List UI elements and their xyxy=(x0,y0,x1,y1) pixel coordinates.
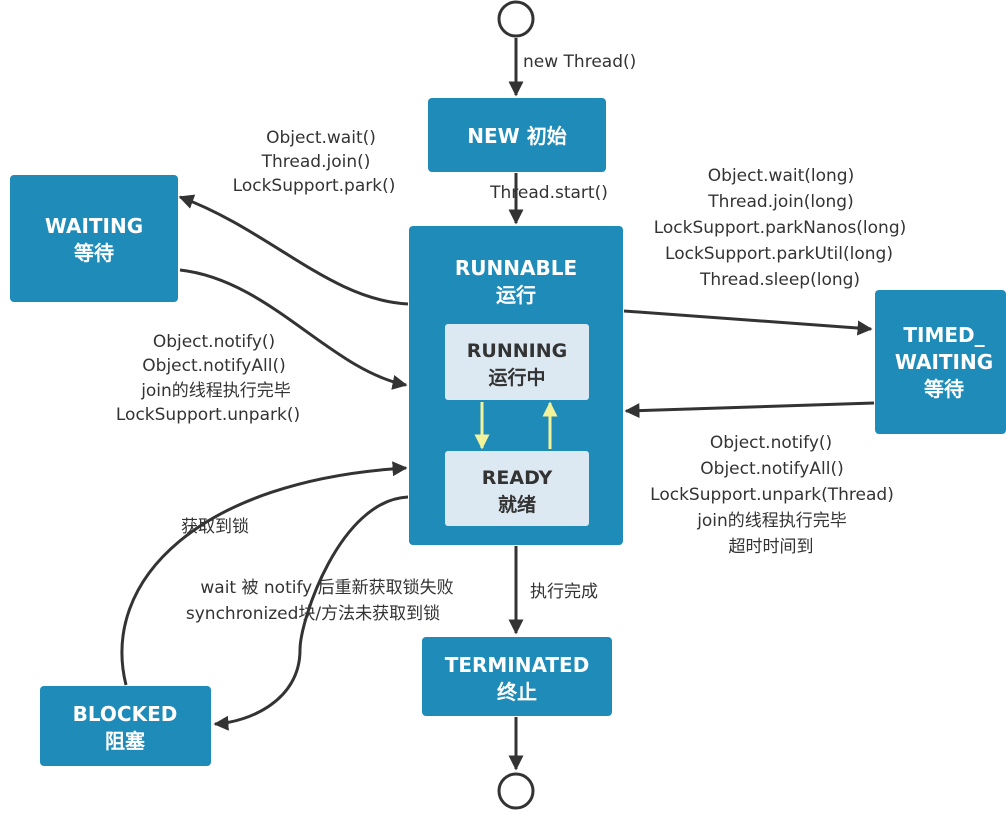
edge-runnable-to-waiting xyxy=(178,194,409,306)
label-to-timed-4: LockSupport.parkUtil(long) xyxy=(665,244,893,264)
label-acquire-lock: 获取到锁 xyxy=(181,517,249,537)
label-from-timed-2: Object.notifyAll() xyxy=(700,459,843,479)
state-running: RUNNING 运行中 xyxy=(445,324,589,400)
label-to-blocked-1: wait 被 notify 后重新获取锁失败 xyxy=(200,578,453,598)
state-blocked: BLOCKED 阻塞 xyxy=(40,686,211,766)
state-terminated: TERMINATED 终止 xyxy=(422,637,612,716)
label-thread-start: Thread.start() xyxy=(489,183,608,203)
label-new-thread: new Thread() xyxy=(523,52,636,72)
state-waiting-label: WAITING xyxy=(45,214,143,238)
label-from-timed-4: join的线程执行完毕 xyxy=(696,511,847,531)
label-to-timed-1: Object.wait(long) xyxy=(708,166,854,186)
state-ready-label: READY xyxy=(482,467,553,489)
edge-runnable-to-timed-waiting xyxy=(623,309,873,336)
state-blocked-sublabel: 阻塞 xyxy=(105,729,146,753)
edge-runnable-to-blocked xyxy=(213,495,409,731)
label-to-waiting-1: Object.wait() xyxy=(266,128,376,148)
state-ready: READY 就绪 xyxy=(445,451,589,526)
state-timed-waiting-label-2: WAITING xyxy=(895,350,993,374)
state-blocked-label: BLOCKED xyxy=(73,702,178,726)
edge-timed-waiting-to-runnable xyxy=(624,401,875,419)
state-timed-waiting-sublabel: 等待 xyxy=(924,377,964,401)
state-runnable-sublabel: 运行 xyxy=(496,283,536,307)
state-terminated-label: TERMINATED xyxy=(445,653,590,677)
label-from-waiting-3: join的线程执行完毕 xyxy=(140,381,291,401)
label-to-timed-2: Thread.join(long) xyxy=(707,192,853,212)
end-node xyxy=(497,772,535,810)
label-to-timed-5: Thread.sleep(long) xyxy=(699,270,860,290)
state-runnable-label: RUNNABLE xyxy=(455,256,577,280)
state-ready-sublabel: 就绪 xyxy=(498,493,536,516)
label-from-timed-1: Object.notify() xyxy=(710,433,832,453)
label-to-blocked-2: synchronized块/方法未获取到锁 xyxy=(186,604,440,624)
state-running-label: RUNNING xyxy=(467,340,567,362)
label-from-waiting-1: Object.notify() xyxy=(153,332,275,352)
state-terminated-sublabel: 终止 xyxy=(497,680,537,704)
label-to-waiting-3: LockSupport.park() xyxy=(233,176,396,196)
state-running-sublabel: 运行中 xyxy=(488,366,545,389)
label-from-waiting-4: LockSupport.unpark() xyxy=(116,405,300,425)
label-to-timed-3: LockSupport.parkNanos(long) xyxy=(654,218,907,238)
state-new: NEW 初始 xyxy=(428,98,606,172)
edge-waiting-to-runnable xyxy=(179,268,408,390)
state-timed-waiting-label-1: TIMED_ xyxy=(903,323,984,347)
label-to-waiting-2: Thread.join() xyxy=(261,152,371,172)
label-execution-complete: 执行完成 xyxy=(530,582,598,602)
edge-blocked-to-runnable xyxy=(120,461,408,686)
label-from-timed-5: 超时时间到 xyxy=(729,537,814,557)
state-new-label: NEW 初始 xyxy=(467,124,566,148)
label-from-waiting-2: Object.notifyAll() xyxy=(142,356,285,376)
state-waiting: WAITING 等待 xyxy=(10,175,178,302)
state-waiting-sublabel: 等待 xyxy=(74,241,114,265)
start-node xyxy=(497,0,535,38)
label-from-timed-3: LockSupport.unpark(Thread) xyxy=(650,485,894,505)
state-timed-waiting: TIMED_ WAITING 等待 xyxy=(875,290,1006,434)
